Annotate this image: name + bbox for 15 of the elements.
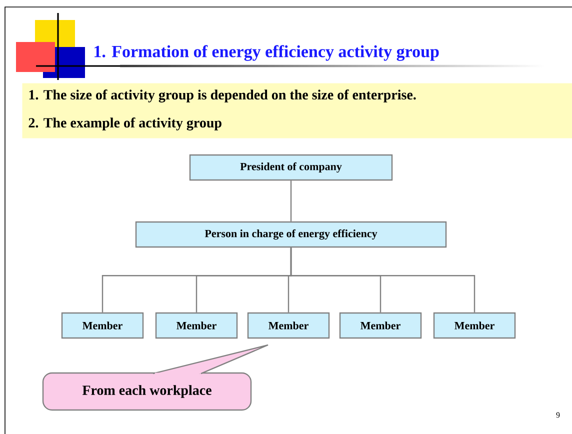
bullet-text: 2. The example of activity group	[28, 118, 222, 130]
slide-title: 1. Formation of energy efficiency activity group	[94, 45, 439, 61]
page-number: 9	[556, 412, 560, 418]
bullet-text: 1. The size of activity group is depended on the size of enterprise.	[29, 90, 416, 102]
connector-line	[290, 180, 292, 222]
text-band	[22, 83, 572, 138]
member-box: Member	[433, 312, 516, 339]
member-box: Member	[61, 312, 144, 339]
member-box: Member	[247, 312, 330, 339]
connector-line	[290, 248, 476, 312]
org-box: President of company	[189, 154, 393, 181]
member-box: Member	[155, 312, 238, 339]
member-box: Member	[339, 312, 422, 339]
speech-bubble: From each workplace	[42, 344, 269, 411]
org-box: Person in charge of energy efficiency	[135, 221, 447, 248]
